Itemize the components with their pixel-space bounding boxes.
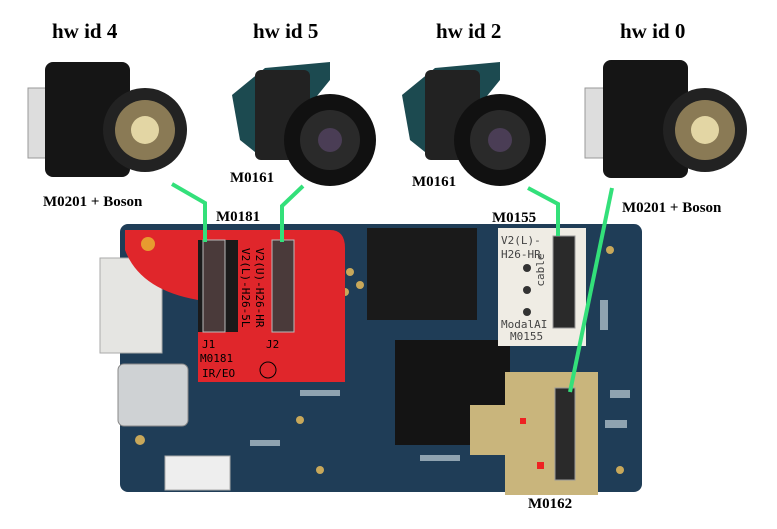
red-adapter-board: V2(L)-H26-5L V2(U)-H26-HR J1 J2 M0181 IR… xyxy=(125,230,345,382)
usb-c-port xyxy=(117,363,189,427)
j2-label: J2 xyxy=(266,338,279,351)
red-part-text: M0181 xyxy=(200,352,233,365)
link-hw5 xyxy=(280,184,305,242)
hw-id-4-label: hw id 4 xyxy=(52,19,118,43)
gold-adapter-label: M0162 xyxy=(528,496,572,512)
j2-spec-text: V2(U)-H26-HR xyxy=(253,248,266,328)
link-lines xyxy=(171,182,614,393)
camera-hw2 xyxy=(402,62,546,186)
white-brand-text: ModalAI xyxy=(501,318,547,331)
hw-id-2-label: hw id 2 xyxy=(436,19,501,43)
gold-adapter-board xyxy=(470,372,598,495)
thermal-camera-hw4 xyxy=(27,62,187,177)
bottom-connector xyxy=(164,455,231,491)
link-hw0 xyxy=(568,187,614,393)
red-type-text: IR/EO xyxy=(202,367,235,380)
red-adapter-label: M0181 xyxy=(216,209,260,225)
hw-id-0-label: hw id 0 xyxy=(620,19,685,43)
hw-id-5-label: hw id 5 xyxy=(253,19,318,43)
white-adapter-label: M0155 xyxy=(492,210,536,226)
camera-hw5 xyxy=(232,62,376,186)
cam5-part-label: M0161 xyxy=(230,170,274,186)
white-line1-text: V2(L)- xyxy=(501,234,541,247)
link-hw2 xyxy=(527,186,560,236)
memory-chip xyxy=(367,228,477,320)
white-part-text: M0155 xyxy=(510,330,543,343)
cam2-part-label: M0161 xyxy=(412,174,456,190)
cam4-part-label: M0201 + Boson xyxy=(43,194,143,210)
j1-label: J1 xyxy=(202,338,215,351)
white-line2-text: H26-HR xyxy=(501,248,541,261)
j1-spec-text: V2(L)-H26-5L xyxy=(239,248,252,328)
thermal-camera-hw0 xyxy=(584,60,747,178)
white-adapter-board: V2(L)- H26-HR cable ModalAI M0155 xyxy=(498,228,586,346)
link-hw4 xyxy=(171,182,207,242)
cam0-part-label: M0201 + Boson xyxy=(622,200,722,216)
white-cable-text: cable xyxy=(534,253,547,286)
